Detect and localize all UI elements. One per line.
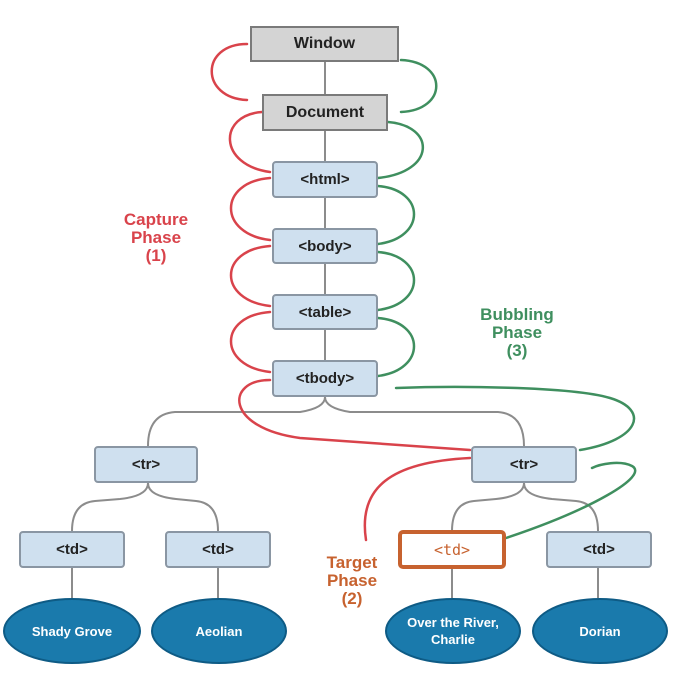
body-node: <body> — [272, 228, 378, 264]
table-node: <table> — [272, 294, 378, 330]
edge-tbody-tr-right — [324, 396, 525, 447]
capture-arc-html-body — [229, 176, 272, 242]
capture-arcs — [210, 42, 472, 542]
bubbling-arc-document-window — [399, 58, 438, 114]
bubbling-arcs — [376, 58, 637, 540]
edge-tr-left-td2 — [147, 482, 219, 532]
bubbling-arc-tr-tbody — [394, 385, 636, 452]
tbody-node: <tbody> — [272, 360, 378, 397]
bubbling-arc-body-html — [376, 184, 416, 246]
capture-arc-document-html — [228, 110, 272, 174]
td-node-2: <td> — [165, 531, 271, 568]
tr-right-node: <tr> — [471, 446, 577, 483]
bubbling-arc-table-body — [376, 250, 416, 312]
td-node-4: <td> — [546, 531, 652, 568]
capture-arc-tbody-tr — [238, 378, 472, 452]
edge-tr-right-td4 — [523, 482, 599, 532]
capture-arc-tr-target — [363, 456, 472, 542]
leaf-dorian: Dorian — [532, 598, 668, 664]
tree-edges — [71, 62, 599, 598]
target-phase-label: Target Phase (2) — [326, 553, 378, 608]
leaf-aeolian: Aeolian — [151, 598, 287, 664]
td-node-1: <td> — [19, 531, 125, 568]
capture-phase-label: Capture Phase (1) — [123, 210, 189, 265]
bubbling-arc-tbody-table — [376, 316, 416, 378]
document-node: Document — [262, 94, 388, 131]
capture-arc-window-document — [210, 42, 249, 102]
bubbling-arc-target-tr — [504, 461, 637, 540]
edge-tbody-tr-left — [147, 396, 326, 447]
html-node: <html> — [272, 161, 378, 198]
edge-tr-right-tdtarget — [451, 482, 525, 532]
tr-left-node: <tr> — [94, 446, 198, 483]
leaf-over-the-river: Over the River, Charlie — [385, 598, 521, 664]
capture-arc-table-tbody — [229, 310, 272, 374]
target-td-node: <td> — [398, 530, 506, 569]
window-node: Window — [250, 26, 399, 62]
edge-tr-left-td1 — [71, 482, 149, 532]
leaf-shady-grove: Shady Grove — [3, 598, 141, 664]
bubbling-arc-html-document — [376, 120, 425, 180]
capture-arc-body-table — [229, 244, 272, 308]
bubbling-phase-label: Bubbling Phase (3) — [480, 305, 554, 360]
